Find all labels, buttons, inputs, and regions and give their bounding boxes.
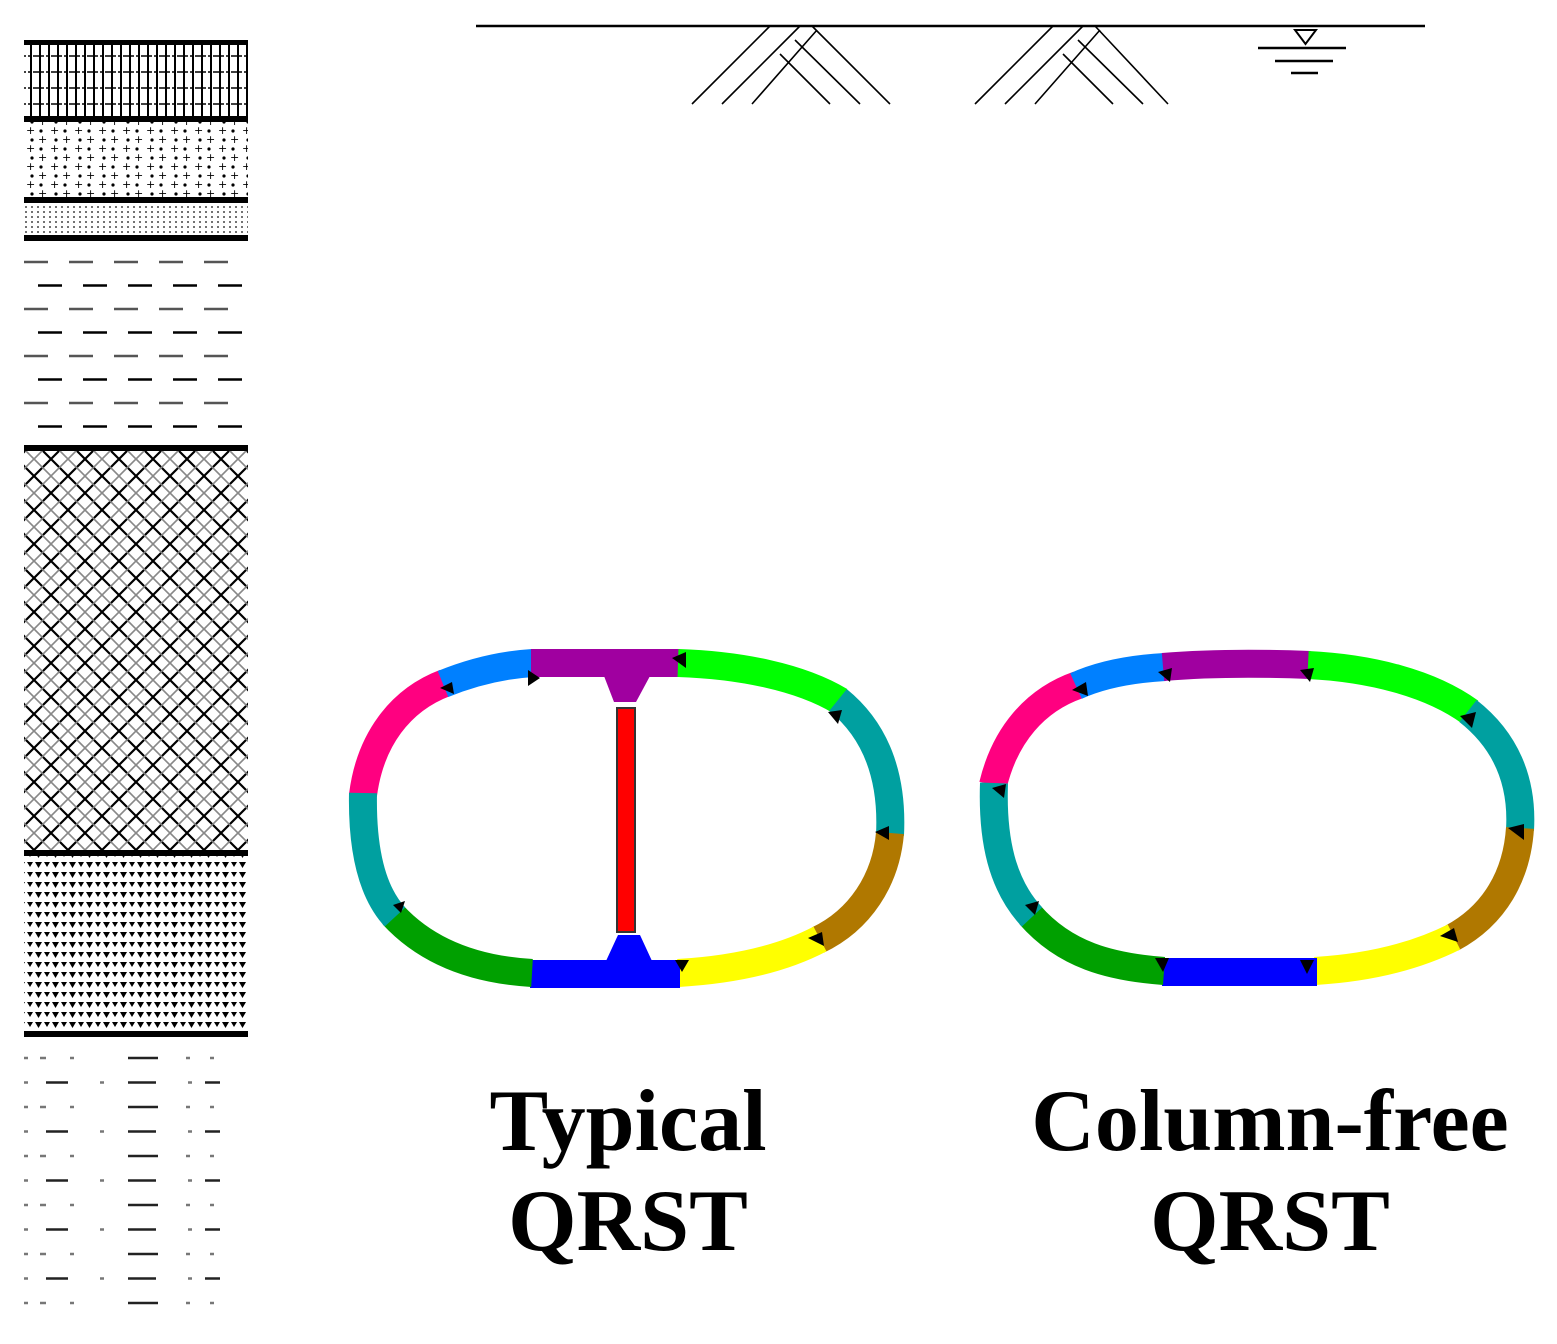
soil-layer-silt <box>24 203 248 235</box>
lining-segment <box>437 649 535 698</box>
lining-segment <box>1019 905 1166 985</box>
lining-segment <box>382 905 533 987</box>
soil-layer-sand <box>24 122 248 198</box>
soil-layer-clay <box>24 260 242 428</box>
soil-layer-sandstone <box>24 856 248 1032</box>
water-table-icon <box>1258 29 1346 75</box>
soil-layer-gravel <box>24 451 248 851</box>
label-typical-qrst: Typical QRST <box>458 1072 798 1272</box>
label-column-free-qrst: Column-free QRST <box>1010 1072 1530 1272</box>
lining-segment <box>1161 649 1311 681</box>
soil-layer-fill <box>24 45 248 117</box>
ground-surface-hatch-icon <box>691 25 1169 105</box>
lining-segment <box>979 782 1043 927</box>
center-column <box>616 707 636 933</box>
lining-segment <box>811 831 904 953</box>
lining-segment <box>1444 826 1534 951</box>
lining-segment <box>1070 653 1166 699</box>
strut-head <box>604 676 650 702</box>
label-typical-line2: QRST <box>508 1173 748 1270</box>
lining-segment <box>348 792 406 927</box>
joint-markers <box>992 668 1524 974</box>
label-column-free-line2: QRST <box>1150 1173 1390 1270</box>
label-typical-line1: Typical <box>489 1073 767 1170</box>
lining-segment <box>1314 924 1461 985</box>
soil-column <box>24 40 248 1305</box>
label-column-free-line1: Column-free <box>1031 1073 1509 1170</box>
lining-segment <box>677 649 848 714</box>
lining-segment <box>1307 651 1479 724</box>
ground-surface <box>476 24 1425 105</box>
soil-layer-mudstone <box>24 1056 220 1305</box>
lining-segment <box>828 689 905 836</box>
tunnel-typical <box>348 649 905 988</box>
lining-segment <box>677 926 827 987</box>
lining-segment <box>349 669 451 798</box>
tunnel-column-free <box>979 649 1535 986</box>
strut-foot <box>606 935 652 961</box>
lining-segment <box>1459 699 1535 831</box>
joint-markers <box>393 652 889 972</box>
lining-segment <box>979 671 1084 789</box>
